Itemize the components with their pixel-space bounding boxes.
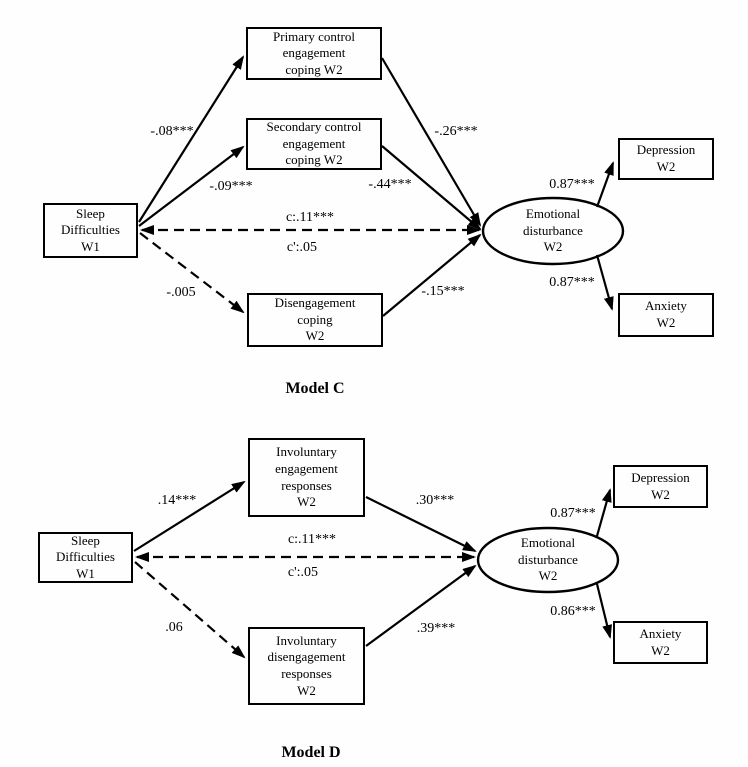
model-c-line-primary-emotional bbox=[381, 57, 482, 227]
model-d-line-sleep-inv-disengagement bbox=[134, 561, 246, 659]
model-c-line-sleep-primary bbox=[138, 55, 245, 223]
model-d-wires bbox=[133, 480, 620, 659]
model-c-coef-total-effect: c:.11*** bbox=[285, 210, 335, 225]
model-c-disengagement-box: Disengagement coping W2 bbox=[247, 293, 383, 347]
model-d-emotional-ellipse bbox=[476, 526, 620, 594]
model-c-coef-disengagement-emotional: -.15*** bbox=[421, 284, 465, 299]
model-d-coef-emotional-depression: 0.87*** bbox=[550, 506, 596, 521]
model-c-coef-emotional-anxiety: 0.87*** bbox=[549, 275, 595, 290]
model-c-title: Model C bbox=[285, 380, 345, 397]
model-d-coef-sleep-inv-disengagement: .06 bbox=[165, 620, 183, 635]
model-c-primary-box: Primary control engagement coping W2 bbox=[246, 27, 382, 80]
model-d-coef-sleep-inv-engagement: .14*** bbox=[157, 493, 197, 508]
model-d-title: Model D bbox=[281, 744, 341, 761]
model-d-line-emotional-anxiety bbox=[595, 583, 612, 639]
model-d-anxiety-box: Anxiety W2 bbox=[613, 621, 708, 664]
model-c-line-secondary-emotional bbox=[381, 145, 482, 231]
model-c-coef-direct-effect: c':.05 bbox=[286, 240, 318, 255]
model-d-coef-emotional-anxiety: 0.86*** bbox=[550, 604, 596, 619]
model-d-emotional-label: Emotional disturbance W2 bbox=[518, 535, 578, 584]
model-c-line-emotional-depression bbox=[595, 161, 615, 208]
model-d-coef-inv-engagement-emotional: .30*** bbox=[415, 493, 455, 508]
model-c-line-sleep-secondary bbox=[138, 145, 245, 227]
model-c-coef-primary-emotional: -.26*** bbox=[434, 124, 478, 139]
model-c-secondary-box: Secondary control engagement coping W2 bbox=[246, 118, 382, 170]
model-c-line-emotional-anxiety bbox=[595, 254, 614, 311]
model-d-sleep-box: Sleep Difficulties W1 bbox=[38, 532, 133, 583]
model-d-coef-direct-effect: c':.05 bbox=[287, 565, 319, 580]
model-c-coef-sleep-disengagement: -.005 bbox=[166, 285, 196, 300]
model-c-depression-box: Depression W2 bbox=[618, 138, 714, 180]
model-d-depression-box: Depression W2 bbox=[613, 465, 708, 508]
model-c-coef-sleep-secondary: -.09*** bbox=[209, 179, 253, 194]
model-d-line-sleep-inv-engagement bbox=[133, 480, 246, 552]
model-c-sleep-box: Sleep Difficulties W1 bbox=[43, 203, 138, 258]
model-c-emotional-ellipse bbox=[481, 196, 625, 266]
model-d-inv-disengagement-box: Involuntary disengagement responses W2 bbox=[248, 627, 365, 705]
model-c-wires bbox=[138, 55, 625, 317]
model-d-line-emotional-depression bbox=[595, 488, 612, 537]
model-d-coef-total-effect: c:.11*** bbox=[287, 532, 337, 547]
model-c-coef-emotional-depression: 0.87*** bbox=[549, 177, 595, 192]
model-c-line-sleep-disengagement bbox=[139, 232, 245, 314]
model-c-line-disengagement-emotional bbox=[382, 233, 482, 317]
model-d-inv-engagement-box: Involuntary engagement responses W2 bbox=[248, 438, 365, 517]
model-d-line-inv-engagement-emotional bbox=[365, 496, 477, 552]
model-d-coef-inv-disengagement-emotional: .39*** bbox=[416, 621, 456, 636]
model-c-coef-sleep-primary: -.08*** bbox=[150, 124, 194, 139]
model-c-anxiety-box: Anxiety W2 bbox=[618, 293, 714, 337]
model-c-coef-secondary-emotional: -.44*** bbox=[368, 177, 412, 192]
model-d-line-inv-disengagement-emotional bbox=[365, 564, 477, 647]
model-c-emotional-label: Emotional disturbance W2 bbox=[523, 206, 583, 255]
